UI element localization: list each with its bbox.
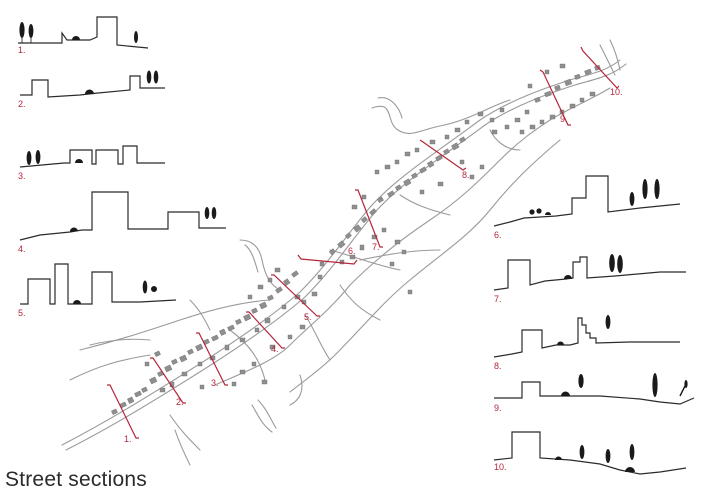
cypress-tree-icon [204,207,210,219]
section-label: 1. [18,45,26,55]
map-label-7: 7. [372,242,380,252]
section-marker-8 [419,139,467,171]
section-marker-4 [246,311,285,349]
section-8: 8. [493,315,680,371]
map-label-2: 2. [176,397,184,407]
cypress-tree-icon [146,70,152,84]
section-label: 3. [18,171,26,181]
cypress-tree-icon [652,373,658,397]
map-label-4: 4. [271,344,279,354]
cypress-tree-icon [142,280,148,294]
map-label-1: 1. [124,434,132,444]
section-marker-10 [580,46,620,89]
section-1: 1. [18,16,149,55]
section-5: 5. [18,263,177,318]
map-label-9: 9. [560,114,568,124]
cypress-tree-icon [579,445,585,459]
car-icon [625,467,635,472]
section-marker-2 [150,357,186,404]
section-marker-3 [196,332,228,386]
cypress-tree-icon [26,151,32,165]
map-label-8: 8. [462,170,470,180]
section-4: 4. [18,191,226,254]
section-label: 5. [18,308,26,318]
section-9: 9. [494,373,695,413]
tree-icon [151,286,157,292]
cypress-tree-icon [153,70,159,84]
section-label: 10. [494,462,507,472]
car-icon [73,300,81,304]
car-icon [85,89,94,94]
cypress-tree-icon [605,449,611,463]
section-label: 6. [494,230,502,240]
section-label: 4. [18,244,26,254]
cypress-tree-icon [605,315,611,329]
map-label-10: 10. [610,87,623,97]
cypress-tree-icon [28,24,34,38]
cypress-tree-icon [578,374,584,388]
section-2: 2. [18,70,165,109]
cypress-tree-icon [609,254,615,272]
car-icon [75,159,83,163]
car-icon [564,275,572,279]
map-label-3: 3. [211,378,219,388]
cypress-tree-icon [134,31,138,43]
section-6: 6. [493,175,681,240]
car-icon [545,212,551,215]
car-icon [557,341,564,345]
buildings [111,63,601,415]
cypress-tree-icon [19,22,25,38]
car-icon [69,227,78,232]
map-label-5: 5. [304,312,312,322]
map-label-6: 6. [348,246,356,256]
section-label: 8. [494,361,502,371]
cypress-tree-icon [35,150,41,164]
section-marker-5 [271,274,320,317]
person-icon [536,208,542,214]
village-map: 1. 2. 3. 4. 5. 6. 7. 8. 9. 10. [61,39,627,466]
diagram-title: Street sections [5,468,147,491]
cypress-tree-icon [211,207,217,219]
section-3: 3. [18,145,165,181]
road-network [61,39,627,466]
car-icon [72,36,80,40]
section-marker-6 [297,254,358,265]
section-markers [107,46,620,439]
car-icon [555,456,562,460]
car-icon [561,391,570,396]
section-marker-1 [107,384,139,439]
section-10: 10. [493,431,687,475]
section-marker-7 [355,189,383,248]
map-section-numbers: 1. 2. 3. 4. 5. 6. 7. 8. 9. 10. [124,87,623,444]
section-7: 7. [493,254,686,304]
person-icon [529,209,535,215]
section-label: 7. [494,294,502,304]
cypress-tree-icon [629,192,635,206]
cypress-tree-icon [654,179,660,199]
cypress-tree-icon [617,255,623,273]
cypress-tree-icon [629,444,635,460]
cypress-tree-icon [642,179,648,199]
section-label: 9. [494,403,502,413]
section-marker-9 [539,69,571,126]
section-label: 2. [18,99,26,109]
